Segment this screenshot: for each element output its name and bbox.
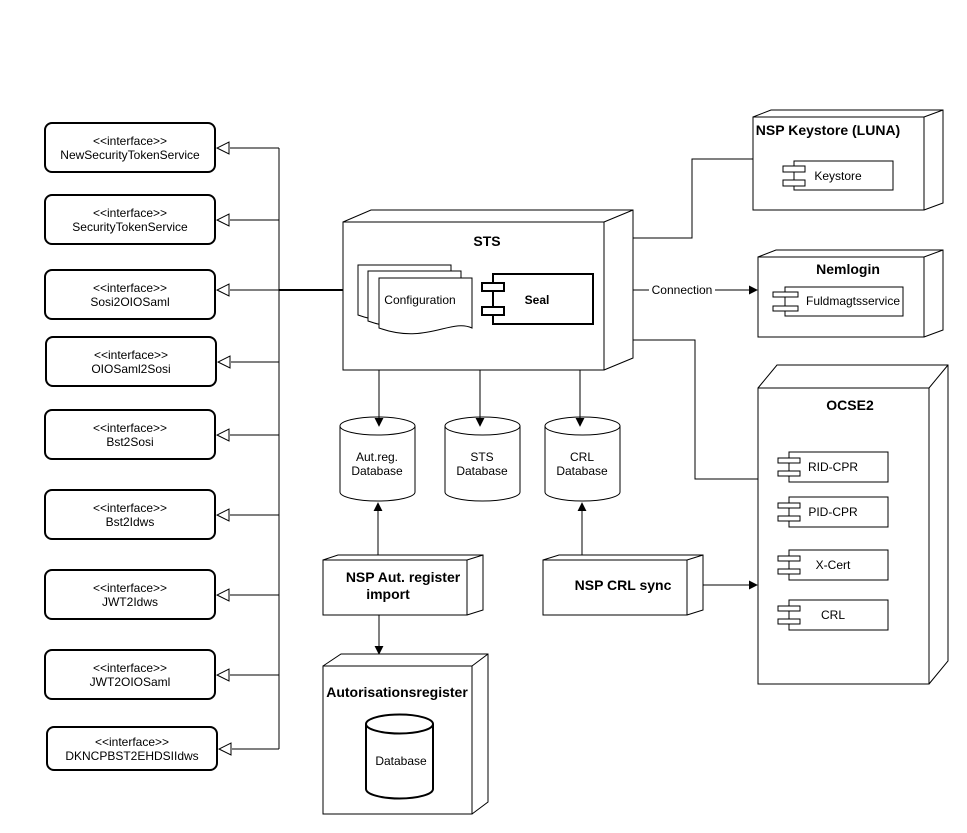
component-port-icon — [777, 618, 801, 625]
fuldmagtsservice-component[interactable]: Fuldmagtsservice — [772, 286, 904, 317]
autorisationsregister-node[interactable]: Autorisationsregister Database — [322, 653, 489, 815]
database-label-line1: CRL — [570, 450, 594, 464]
nsp-aut-register-import-node[interactable]: NSP Aut. register import — [322, 554, 484, 616]
interface-name: SecurityTokenService — [72, 220, 188, 234]
database-label-line2: Database — [351, 464, 403, 478]
autorisationsregister-database[interactable]: Database — [365, 713, 434, 800]
ocse2-node[interactable]: OCSE2 RID-CPR PID-CPR X-Cert CRL — [757, 364, 949, 685]
interface-name: Sosi2OIOSaml — [90, 295, 169, 309]
nsp-keystore-node[interactable]: NSP Keystore (LUNA) Keystore — [752, 109, 944, 211]
interface-stereotype: <<interface>> — [94, 348, 168, 362]
crl-sync-title: NSP CRL sync — [575, 577, 672, 593]
ocse2-component-rid-cpr[interactable]: RID-CPR — [777, 451, 889, 483]
seal-component[interactable]: Seal — [481, 273, 594, 325]
interface-name: JWT2OIOSaml — [90, 675, 171, 689]
keystore-node-title: NSP Keystore (LUNA) — [756, 122, 900, 138]
database-crl[interactable]: CRL Database — [544, 416, 621, 502]
sts-node[interactable]: STS Configuration Seal — [342, 209, 634, 371]
interface-sosi2oiosaml[interactable]: <<interface>> Sosi2OIOSaml — [44, 269, 216, 320]
ocse2-component-label: PID-CPR — [808, 505, 858, 519]
interface-name: DKNCPBST2EHDSIIdws — [65, 749, 198, 763]
link-sts-to-ocse2 — [633, 339, 758, 480]
interface-stereotype: <<interface>> — [93, 661, 167, 675]
external-links — [633, 158, 758, 480]
component-port-icon — [772, 291, 799, 298]
sts-database-arrows — [374, 370, 585, 427]
interface-name: Bst2Sosi — [106, 435, 153, 449]
interface-stereotype: <<interface>> — [95, 735, 169, 749]
ocse2-component-label: RID-CPR — [808, 460, 858, 474]
aut-import-title-line1: NSP Aut. register — [346, 569, 461, 585]
component-port-icon — [777, 470, 801, 477]
interface-stereotype: <<interface>> — [93, 206, 167, 220]
component-port-icon — [777, 502, 801, 509]
database-label-line2: Database — [456, 464, 508, 478]
ocse2-component-label: CRL — [821, 608, 845, 622]
interface-jwt2oiosaml[interactable]: <<interface>> JWT2OIOSaml — [44, 649, 216, 700]
ocse2-component-label: X-Cert — [816, 558, 851, 572]
ocse2-component-crl[interactable]: CRL — [777, 599, 889, 631]
component-port-icon — [777, 457, 801, 464]
component-port-icon — [782, 165, 806, 173]
configuration-document[interactable]: Configuration — [357, 264, 473, 335]
interface-name: NewSecurityTokenService — [60, 148, 200, 162]
database-label-line1: Aut.reg. — [356, 450, 398, 464]
component-port-icon — [481, 282, 505, 292]
seal-label: Seal — [525, 293, 550, 307]
interface-name: JWT2Idws — [102, 595, 158, 609]
interface-nodes: <<interface>> NewSecurityTokenService <<… — [44, 122, 218, 771]
interface-dkncpbst2ehdsiidws[interactable]: <<interface>> DKNCPBST2EHDSIIdws — [46, 726, 218, 771]
interface-stereotype: <<interface>> — [93, 281, 167, 295]
ocse2-title: OCSE2 — [826, 397, 874, 413]
database-aut-reg[interactable]: Aut.reg. Database — [339, 416, 416, 502]
component-port-icon — [782, 179, 806, 187]
interface-name: OIOSaml2Sosi — [91, 362, 170, 376]
component-port-icon — [777, 568, 801, 575]
database-sts[interactable]: STS Database — [444, 416, 521, 502]
component-port-icon — [481, 306, 505, 316]
interface-bst2sosi[interactable]: <<interface>> Bst2Sosi — [44, 409, 216, 460]
database-label-line2: Database — [556, 464, 608, 478]
interface-connectors — [230, 148, 343, 749]
fuldmagtsservice-label: Fuldmagtsservice — [806, 294, 900, 308]
sts-title: STS — [473, 233, 500, 249]
interface-jwt2idws[interactable]: <<interface>> JWT2Idws — [44, 569, 216, 620]
component-port-icon — [772, 305, 799, 312]
interface-security-token-service[interactable]: <<interface>> SecurityTokenService — [44, 194, 216, 245]
aut-import-title-line2: import — [366, 586, 410, 602]
configuration-label: Configuration — [384, 293, 455, 307]
autorisationsregister-title: Autorisationsregister — [326, 684, 468, 700]
connection-label: Connection — [652, 283, 713, 297]
ocse2-component-x-cert[interactable]: X-Cert — [777, 549, 889, 581]
interface-new-security-token-service[interactable]: <<interface>> NewSecurityTokenService — [44, 122, 216, 173]
database-label: Database — [375, 754, 427, 768]
interface-stereotype: <<interface>> — [93, 134, 167, 148]
nemlogin-node[interactable]: Nemlogin Fuldmagtsservice — [757, 249, 944, 338]
interface-stereotype: <<interface>> — [93, 501, 167, 515]
database-label-line1: STS — [470, 450, 493, 464]
keystore-component-label: Keystore — [814, 169, 862, 183]
component-port-icon — [777, 605, 801, 612]
link-sts-to-keystore — [633, 158, 753, 239]
component-port-icon — [777, 515, 801, 522]
nsp-crl-sync-node[interactable]: NSP CRL sync — [542, 554, 704, 616]
interface-name: Bst2Idws — [106, 515, 155, 529]
interface-oiosaml2sosi[interactable]: <<interface>> OIOSaml2Sosi — [45, 336, 217, 387]
keystore-component[interactable]: Keystore — [782, 160, 894, 191]
nemlogin-title: Nemlogin — [816, 261, 880, 277]
ocse2-component-pid-cpr[interactable]: PID-CPR — [777, 496, 889, 528]
interface-stereotype: <<interface>> — [93, 581, 167, 595]
component-port-icon — [777, 555, 801, 562]
interface-bst2idws[interactable]: <<interface>> Bst2Idws — [44, 489, 216, 540]
interface-stereotype: <<interface>> — [93, 421, 167, 435]
